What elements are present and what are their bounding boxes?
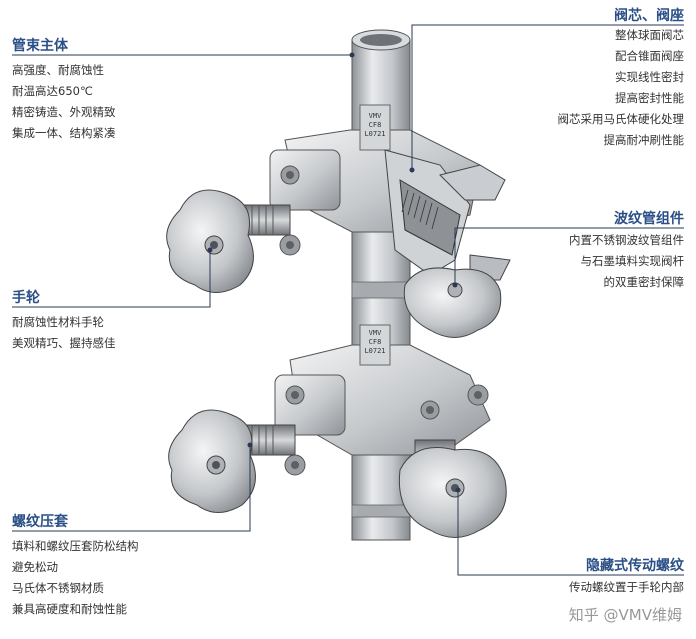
upper-right-handwheel [403, 267, 502, 338]
desc-line: 避免松动 [12, 560, 58, 574]
upper-left-handwheel [166, 189, 291, 293]
watermark: 知乎 @VMV维姆 [568, 606, 682, 624]
lower-right-handwheel [398, 439, 507, 538]
desc-line: 整体球面阀芯 [615, 28, 684, 42]
upper-body-marking: VMV CF8 L0721 [361, 112, 389, 139]
callout-desc-packing-nut: 填料和螺纹压套防松结构 避免松动 马氏体不锈钢材质 兼具高硬度和耐蚀性能 [12, 536, 139, 620]
lower-manifold-body [274, 324, 491, 476]
desc-line: 耐温高达650℃ [12, 84, 93, 98]
callout-title-packing-nut: 螺纹压套 [12, 514, 68, 530]
marking-material: CF8 [368, 338, 382, 346]
callout-title-tube-body: 管束主体 [12, 38, 68, 54]
desc-line: 传动螺纹置于手轮内部 [569, 580, 684, 594]
callout-desc-hidden-thread: 传动螺纹置于手轮内部 [569, 577, 684, 598]
marking-brand: VMV [368, 112, 382, 120]
desc-line: 耐腐蚀性材料手轮 [12, 315, 104, 329]
callout-title-handwheel: 手轮 [12, 290, 40, 306]
leader-dots [207, 52, 461, 493]
callout-desc-valve-core: 整体球面阀芯 配合锥面阀座 实现线性密封 提高密封性能 阀芯采用马氏体硬化处理 … [558, 25, 685, 151]
desc-line: 填料和螺纹压套防松结构 [12, 539, 139, 553]
desc-line: 提高密封性能 [615, 91, 684, 105]
desc-line: 实现线性密封 [615, 70, 684, 84]
desc-line: 美观精巧、握持感佳 [12, 336, 116, 350]
marking-brand: VMV [368, 329, 382, 337]
callout-title-bellows: 波纹管组件 [614, 211, 684, 227]
marking-lot: L0721 [364, 347, 386, 355]
desc-line: 配合锥面阀座 [615, 49, 684, 63]
desc-line: 阀芯采用马氏体硬化处理 [557, 112, 685, 126]
callout-desc-handwheel: 耐腐蚀性材料手轮 美观精巧、握持感佳 [12, 312, 116, 354]
desc-line: 兼具高硬度和耐蚀性能 [12, 602, 127, 616]
upper-cutaway-section [384, 149, 511, 281]
callout-desc-tube-body: 高强度、耐腐蚀性 耐温高达650℃ 精密铸造、外观精致 集成一体、结构紧凑 [12, 60, 116, 144]
desc-line: 集成一体、结构紧凑 [12, 126, 116, 140]
desc-line: 与石墨填料实现阀杆 [580, 254, 685, 268]
desc-line: 高强度、耐腐蚀性 [12, 63, 104, 77]
leader-lines [12, 24, 684, 576]
marking-lot: L0721 [364, 130, 386, 138]
marking-material: CF8 [368, 121, 382, 129]
desc-line: 内置不锈钢波纹管组件 [569, 233, 684, 247]
lower-body-marking: VMV CF8 L0721 [361, 329, 389, 356]
desc-line: 的双重密封保障 [603, 275, 685, 289]
desc-line: 精密铸造、外观精致 [12, 105, 116, 119]
lower-left-handwheel [168, 409, 296, 513]
desc-line: 马氏体不锈钢材质 [12, 581, 104, 595]
callout-title-valve-core: 阀芯、阀座 [614, 8, 684, 24]
callout-title-hidden-thread: 隐藏式传动螺纹 [586, 558, 684, 574]
callout-desc-bellows: 内置不锈钢波纹管组件 与石墨填料实现阀杆 的双重密封保障 [569, 230, 684, 293]
desc-line: 提高耐冲刷性能 [603, 133, 685, 147]
